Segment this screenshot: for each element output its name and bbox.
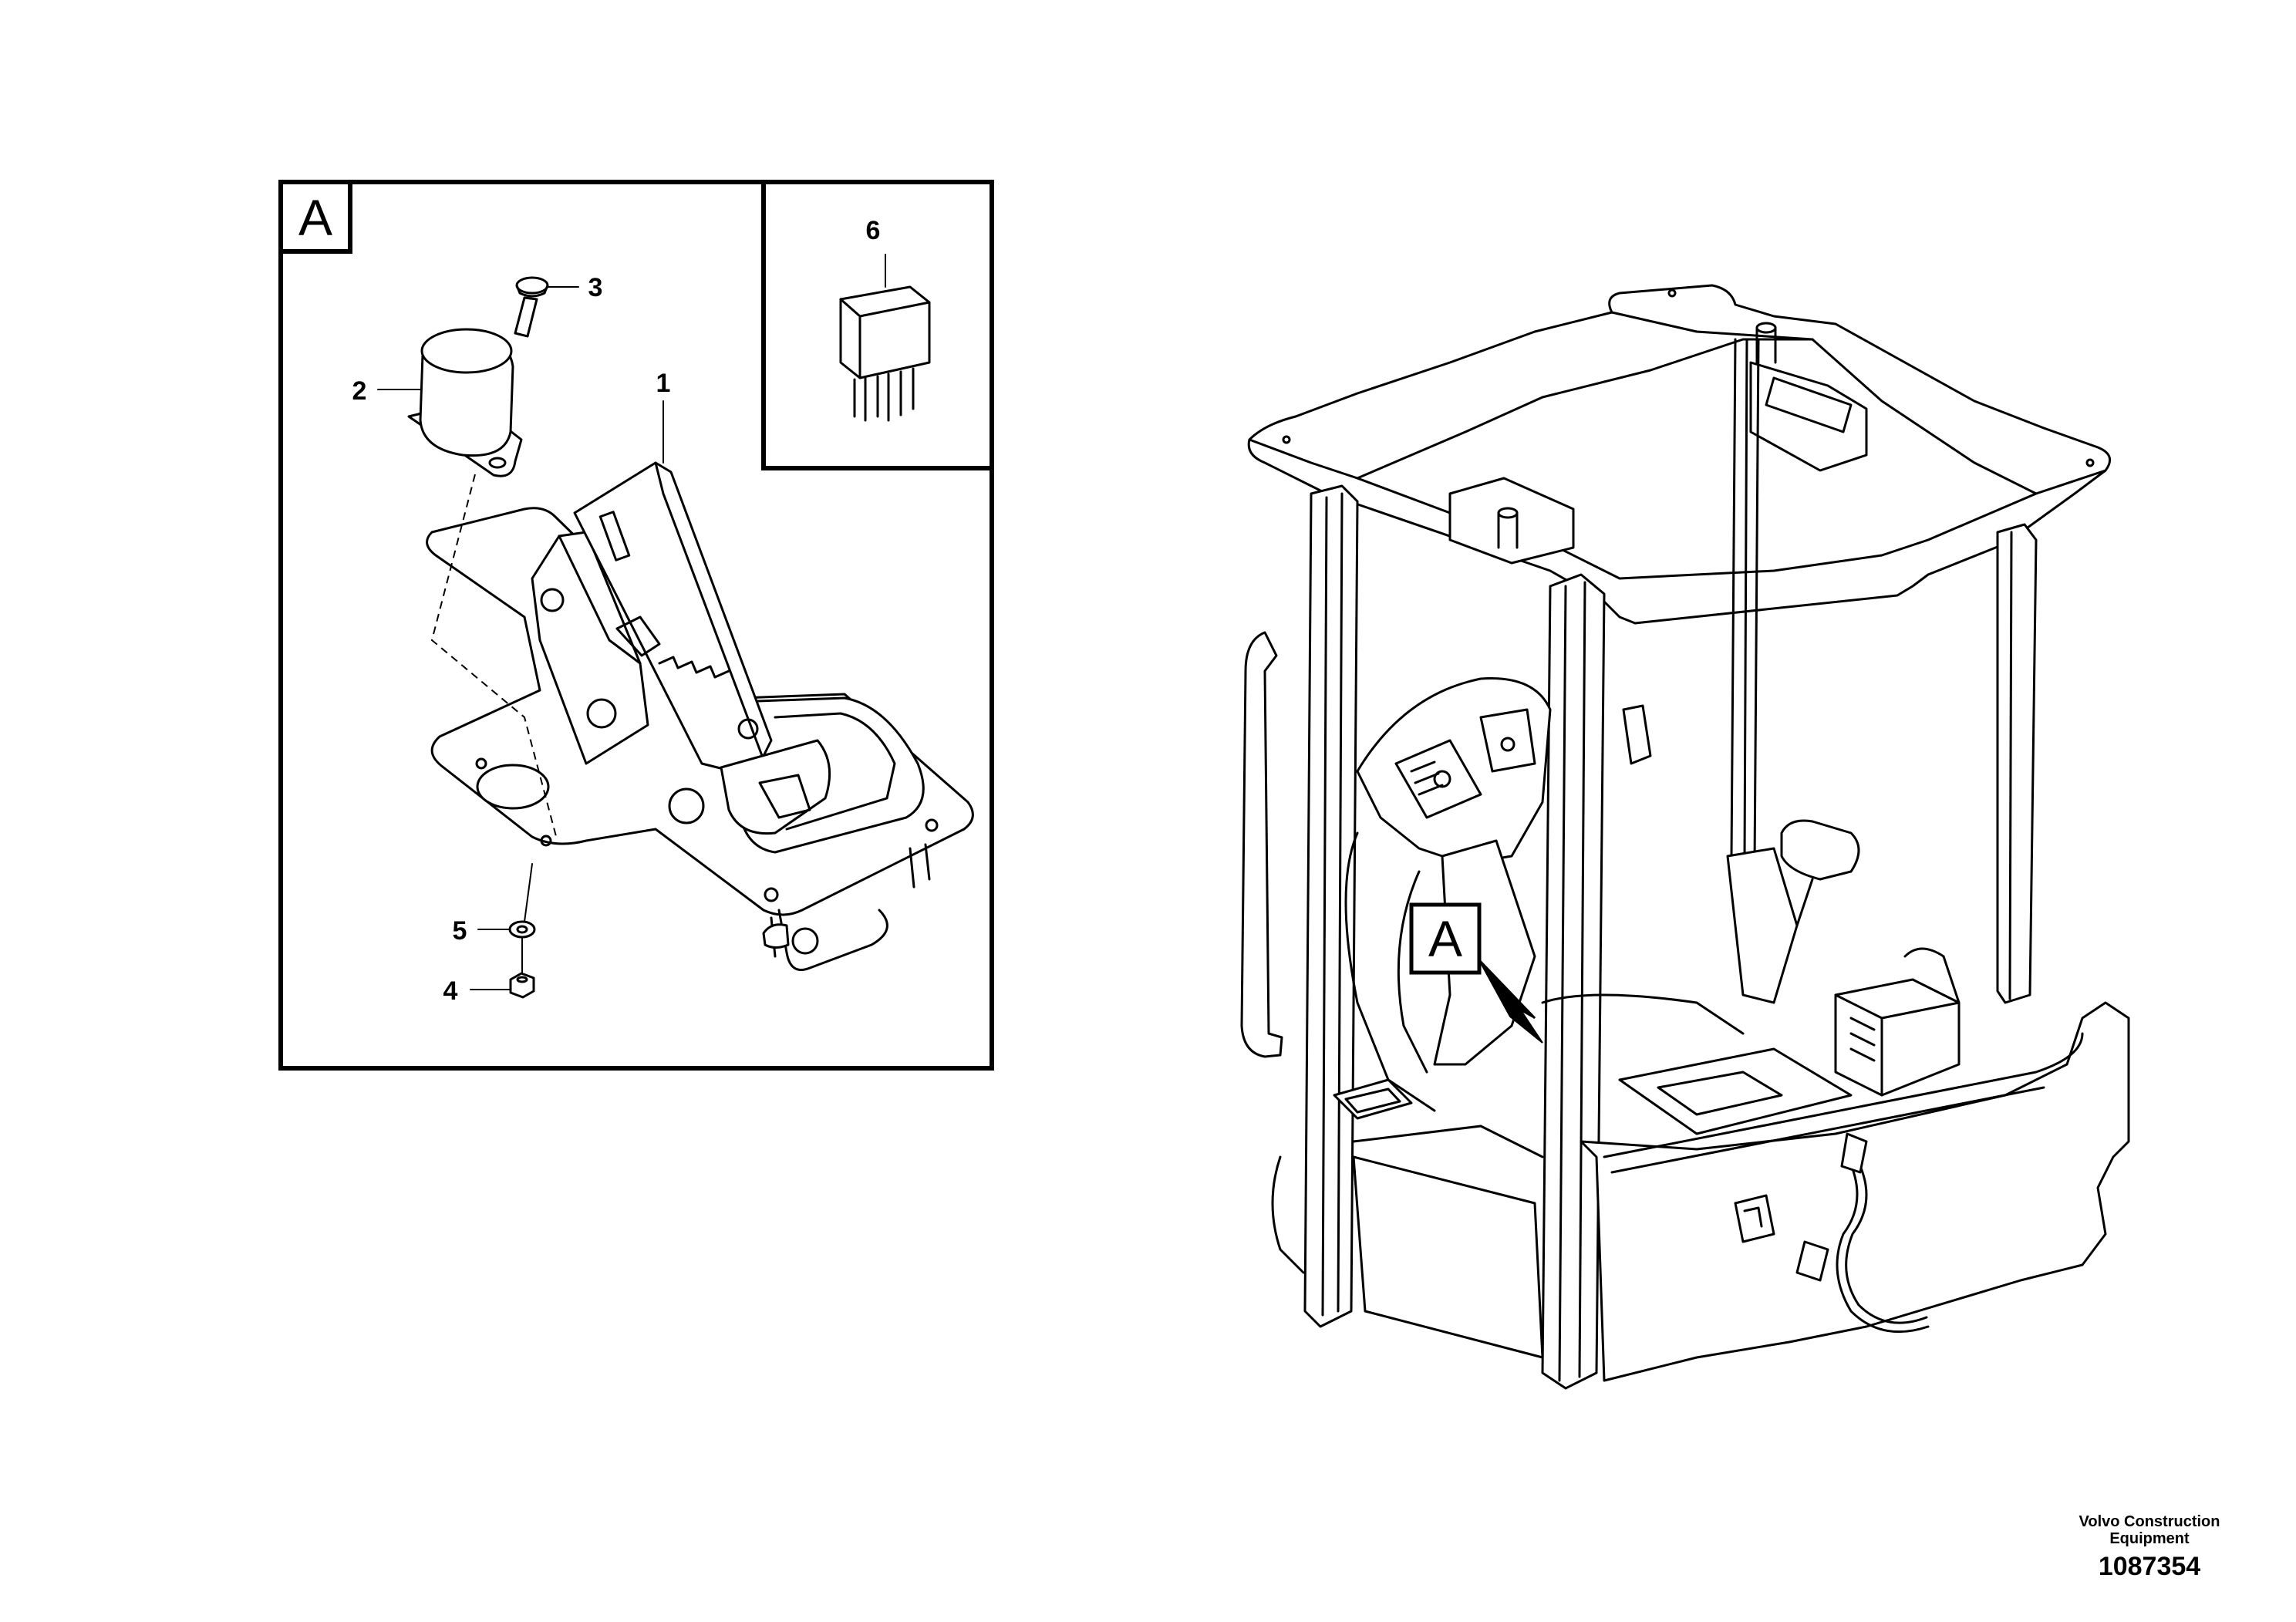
relay-inset-frame [761, 182, 992, 470]
brand-line-2: Equipment [2109, 1530, 2190, 1547]
detail-view-a: A 6 3 2 [278, 180, 994, 1071]
nut-drawing [470, 936, 535, 999]
screw-drawing [514, 276, 579, 338]
frame-letter: A [298, 189, 332, 246]
buzzer-drawing [377, 328, 523, 477]
relay-drawing [839, 254, 931, 422]
callout-4: 4 [443, 976, 458, 1006]
washer-drawing [477, 863, 536, 939]
brand-line-1: Volvo Construction [2079, 1513, 2220, 1530]
callout-5: 5 [453, 916, 467, 946]
pointer-label-box [1409, 902, 1482, 975]
cab-overview [1240, 284, 2130, 1390]
callout-2: 2 [352, 376, 367, 406]
detail-frame [278, 180, 994, 1071]
drawing-number: 1087354 [2098, 1552, 2201, 1581]
accelerator-pedal-drawing [426, 400, 974, 971]
assembly-line [430, 474, 558, 840]
frame-letter-box [278, 180, 352, 254]
callout-1: 1 [656, 369, 671, 398]
callout-6: 6 [866, 216, 881, 245]
detail-pointer-a: A [1409, 902, 1543, 1044]
footer-block: Volvo Construction Equipment 1087354 [2068, 1513, 2230, 1582]
pointer-label: A [1428, 910, 1462, 967]
callout-3: 3 [588, 273, 603, 302]
